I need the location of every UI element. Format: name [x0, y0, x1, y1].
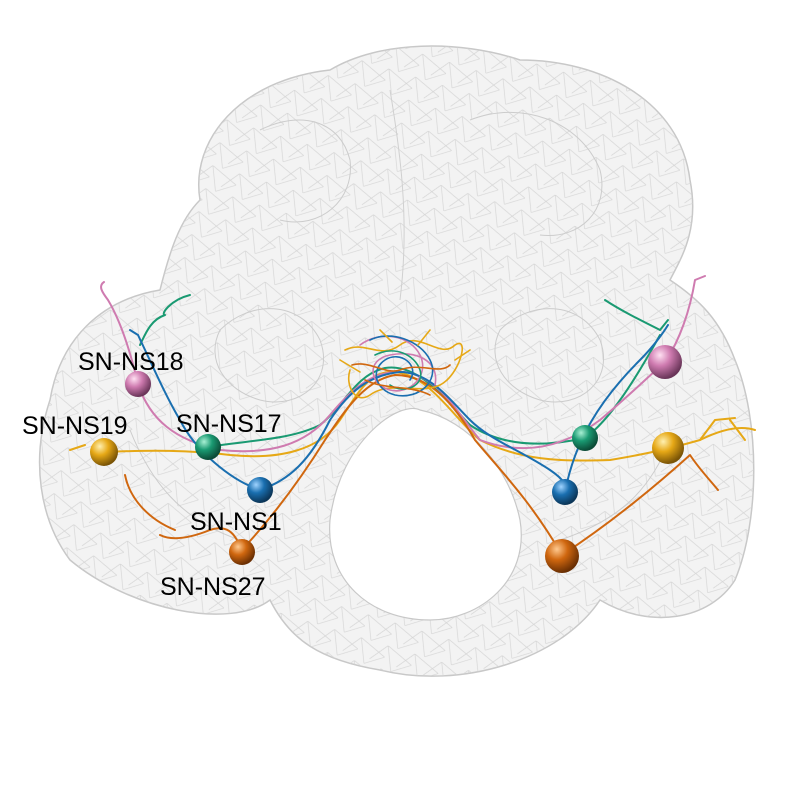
soma-ns18-left — [125, 371, 151, 397]
soma-ns17-right — [572, 425, 598, 451]
labels: SN-NS18 SN-NS19 SN-NS17 SN-NS1 SN-NS27 — [22, 348, 282, 601]
soma-ns27-right — [545, 539, 579, 573]
trace-ns1 — [129, 324, 669, 493]
soma-ns1-left — [247, 477, 273, 503]
label-ns17: SN-NS17 — [176, 410, 282, 438]
label-ns1: SN-NS1 — [190, 508, 282, 536]
soma-ns1-right — [552, 479, 578, 505]
brain-mesh — [38, 45, 755, 677]
soma-ns27-left — [229, 539, 255, 565]
somata — [90, 345, 684, 573]
label-ns19: SN-NS19 — [22, 412, 128, 440]
soma-ns19-right — [652, 432, 684, 464]
trace-ns27 — [124, 374, 719, 556]
soma-ns19-left — [90, 438, 118, 466]
soma-ns17-left — [195, 434, 221, 460]
label-ns27: SN-NS27 — [160, 573, 266, 601]
label-ns18: SN-NS18 — [78, 348, 184, 376]
central-tangle — [339, 329, 471, 399]
soma-ns18-right — [648, 345, 682, 379]
